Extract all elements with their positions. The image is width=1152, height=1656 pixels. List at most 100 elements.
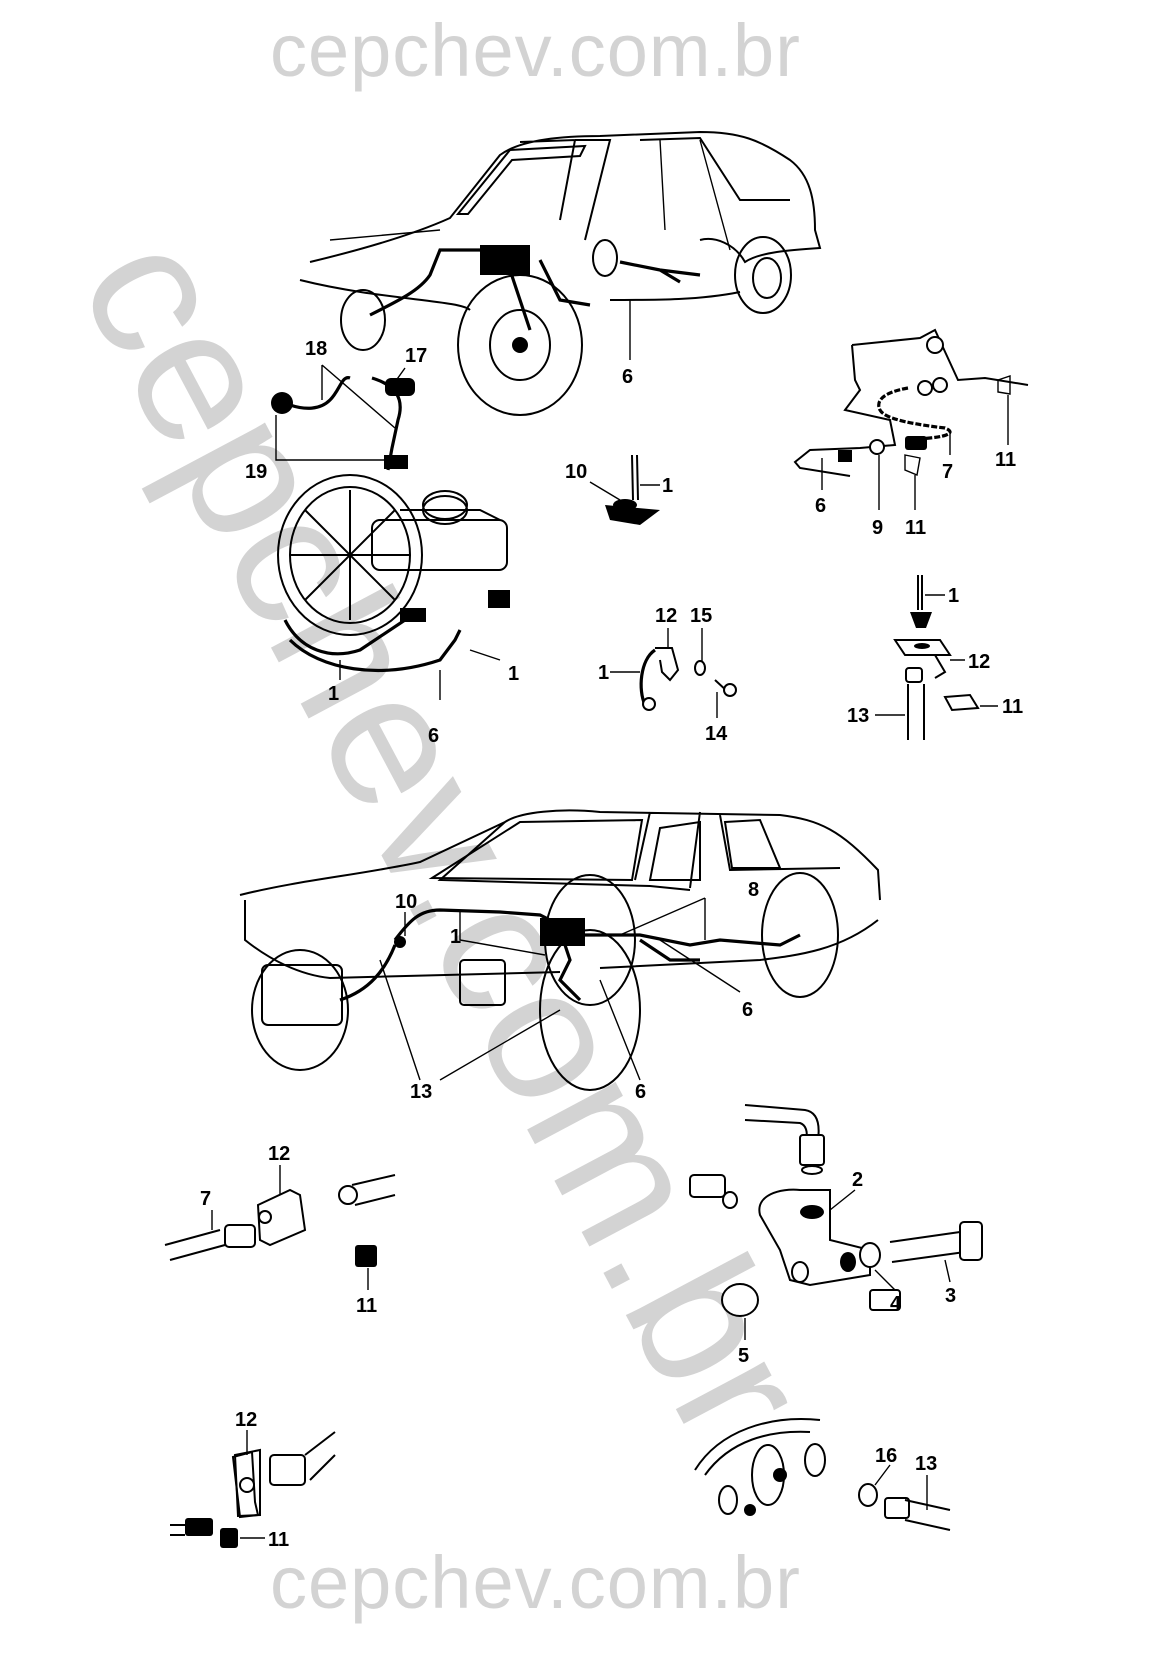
sedan-windshield <box>455 144 587 215</box>
bracket-nut-2 <box>932 377 948 393</box>
bracket-hole <box>914 643 930 649</box>
hose-end-fitting <box>905 436 927 450</box>
callout-6: 6 <box>428 725 439 747</box>
caliper-bolt <box>744 1504 756 1516</box>
washer-16 <box>858 1483 878 1507</box>
front-hose-bracket: 1 12 13 11 <box>847 575 1023 740</box>
brake-pipes <box>283 608 462 672</box>
hose-bracket-detail-a: 12 7 11 <box>164 1143 396 1317</box>
callout-13: 13 <box>847 705 869 727</box>
caliper-port-lower <box>718 1485 738 1515</box>
grommet-10 <box>394 936 406 948</box>
sedan-door-lines <box>329 139 731 251</box>
check-valve-19 <box>271 392 293 414</box>
hatchback-front-left-wheel <box>251 949 349 1071</box>
bolt-3-head <box>959 1221 983 1261</box>
hose-fitting-17 <box>385 378 415 396</box>
clip-12 <box>655 647 680 682</box>
steel-line <box>351 1174 396 1206</box>
callout-7: 7 <box>200 1188 211 1210</box>
mc-outlet <box>488 590 510 608</box>
bolt-3 <box>889 1231 966 1263</box>
sedan-front-hub <box>489 309 551 381</box>
callout-10: 10 <box>395 891 417 913</box>
callout-1: 1 <box>450 926 461 948</box>
leaders-p4 <box>589 481 660 501</box>
sedan-front-hub-center <box>512 337 528 353</box>
hatchback-side-window <box>648 820 701 881</box>
booster-ribs <box>290 490 410 620</box>
watermark-bottom: cepchev.com.br <box>270 1541 801 1624</box>
callout-7: 7 <box>942 461 953 483</box>
leaders-p11 <box>874 1464 928 1510</box>
master-cylinder-body <box>371 519 508 571</box>
bracket-nut <box>917 380 933 396</box>
upper-washer <box>801 1165 823 1175</box>
callout-12: 12 <box>235 1409 257 1431</box>
hatchback-rear-wheel <box>761 872 839 998</box>
callout-16: 16 <box>875 1445 897 1467</box>
bracket-12 <box>256 1188 307 1247</box>
hatchback-body <box>239 809 881 980</box>
caliper-inlet <box>773 1468 787 1482</box>
tube-nut <box>910 612 932 628</box>
leaders-p3-b <box>821 455 916 510</box>
callout-12: 12 <box>968 651 990 673</box>
tee-port-side <box>840 1252 856 1272</box>
hatchback-master-cylinder <box>540 918 585 946</box>
hose-end-fitting <box>224 1224 256 1248</box>
washer-9 <box>869 439 885 455</box>
brake-booster <box>277 474 423 636</box>
callout-13: 13 <box>915 1453 937 1475</box>
hose-13 <box>907 684 925 740</box>
callout-10: 10 <box>565 461 587 483</box>
rear-hose-bracket: 11 7 6 9 11 <box>793 328 1029 539</box>
vacuum-hose <box>289 376 402 471</box>
leaders-p8 <box>211 1165 369 1290</box>
right-tube-nut <box>869 1289 901 1311</box>
leaders-p10 <box>240 1430 265 1539</box>
steel-line-1 <box>917 575 923 610</box>
grommet-10 <box>613 499 637 511</box>
bracket-12-plate <box>233 1448 261 1518</box>
callout-8: 8 <box>748 879 759 901</box>
hatchback-grille <box>459 959 506 1006</box>
hose-fitting <box>905 667 923 683</box>
callout-6-a: 6 <box>742 999 753 1021</box>
callout-2: 2 <box>852 1169 863 1191</box>
grommet-19 <box>384 455 408 469</box>
bracket-tab <box>934 654 947 679</box>
callout-1: 1 <box>662 475 673 497</box>
sedan-brake-overview: 6 <box>299 130 822 416</box>
rear-flex-hose <box>877 386 952 442</box>
tube-nut <box>338 1185 358 1205</box>
leader-p2-19 <box>275 415 384 461</box>
leader-p2-18 <box>321 364 396 429</box>
hatchback-rear-window <box>723 818 782 869</box>
hose <box>304 1431 336 1481</box>
hatchback-front-right-wheel <box>539 929 641 1091</box>
callout-14: 14 <box>705 723 728 745</box>
callout-4: 4 <box>890 1293 902 1315</box>
callout-6-b: 6 <box>635 1081 646 1103</box>
callout-6: 6 <box>815 495 826 517</box>
clip-11 <box>355 1245 377 1267</box>
bolt-14-head <box>723 683 737 697</box>
tee-port-top <box>800 1205 824 1219</box>
washer-15 <box>694 660 706 676</box>
callout-6: 6 <box>622 366 633 388</box>
clip-11 <box>943 693 980 712</box>
callout-12: 12 <box>268 1143 290 1165</box>
callout-15: 15 <box>690 605 712 627</box>
callout-11-b: 11 <box>905 517 926 539</box>
reservoir-cap <box>422 495 468 525</box>
sedan-rear-wheel <box>734 236 792 314</box>
callout-1-b: 1 <box>508 663 519 685</box>
callout-9: 9 <box>872 517 883 539</box>
pipe-nut-6 <box>838 450 852 462</box>
bracket-bolt <box>926 336 944 354</box>
hatchback-headlight <box>261 964 343 1026</box>
callout-1: 1 <box>598 662 609 684</box>
tube-nut <box>185 1518 213 1536</box>
